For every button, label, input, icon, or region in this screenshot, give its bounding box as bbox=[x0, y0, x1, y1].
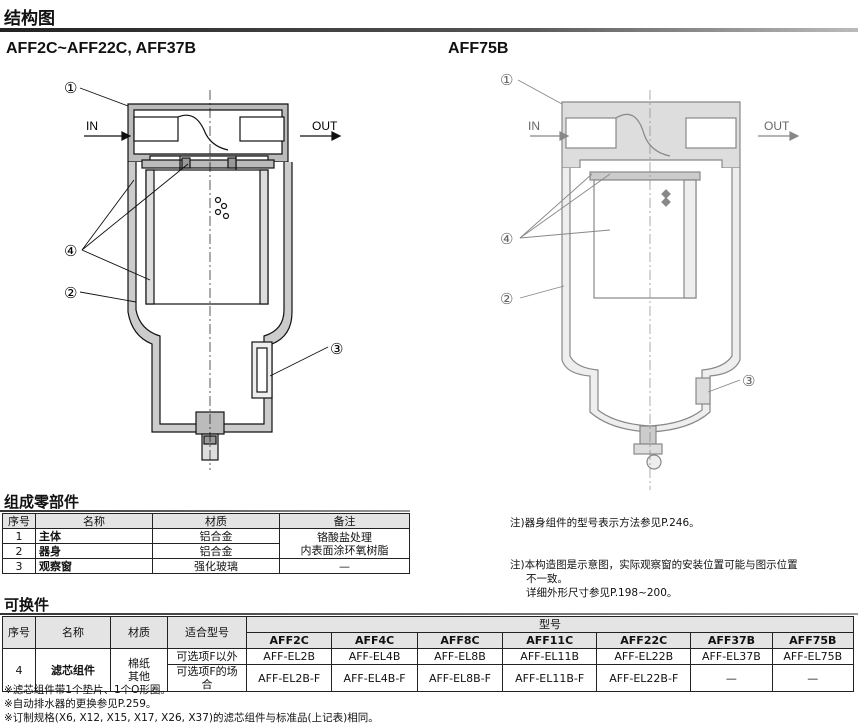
repl-model-aff4c: AFF4C bbox=[331, 632, 418, 649]
repl-cell: AFF-EL22B-F bbox=[596, 664, 692, 692]
repl-cell: AFF-EL4B bbox=[331, 648, 418, 665]
left-in-label: IN bbox=[86, 119, 98, 133]
repl-model-aff8c: AFF8C bbox=[416, 632, 504, 649]
parts-header-no: 序号 bbox=[2, 513, 36, 529]
parts-header-material: 材质 bbox=[152, 513, 280, 529]
left-callout-4: ④ bbox=[64, 243, 77, 260]
repl-cell: AFF-EL11B bbox=[502, 648, 598, 665]
repl-header-name: 名称 bbox=[35, 616, 111, 649]
parts-remark-merged: 铬酸盐处理 内表面涂环氧树脂 bbox=[279, 528, 410, 559]
repl-cell: AFF-EL8B-F bbox=[416, 664, 504, 692]
parts-name: 器身 bbox=[35, 543, 153, 559]
repl-no: 4 bbox=[2, 648, 36, 692]
replacement-table: 序号 名称 材质 适合型号 型号 AFF2C AFF4C AFF8C AFF11… bbox=[2, 616, 855, 692]
parts-table: 序号 名称 材质 备注 1 主体 铝合金 铬酸盐处理 内表面涂环氧树脂 2 器身… bbox=[2, 513, 410, 574]
repl-cell: AFF-EL8B bbox=[416, 648, 504, 665]
repl-applicable-1: 可选项F以外 bbox=[167, 648, 247, 665]
footnote-1: ※滤芯组件带1个垫片、1个O形圈。 bbox=[4, 684, 171, 696]
parts-header-name: 名称 bbox=[35, 513, 153, 529]
repl-cell: — bbox=[771, 664, 855, 692]
section-title-bar bbox=[0, 28, 858, 32]
repl-material-line-1: 棉纸 bbox=[128, 657, 150, 670]
note-schematic-line-3: 详细外形尺寸参见P.198~200。 bbox=[526, 587, 678, 599]
repl-model-aff22c: AFF22C bbox=[596, 632, 692, 649]
table-row: 3 观察窗 强化玻璃 — bbox=[2, 558, 410, 574]
repl-header-material: 材质 bbox=[110, 616, 168, 649]
repl-cell: AFF-EL37B bbox=[690, 648, 773, 665]
footnote-3: ※订制规格(X6, X12, X15, X17, X26, X37)的滤芯组件与… bbox=[4, 712, 379, 724]
right-callout-2: ② bbox=[500, 291, 513, 308]
parts-name: 观察窗 bbox=[35, 558, 153, 574]
table-row: 2 器身 铝合金 bbox=[2, 543, 410, 559]
repl-header-applicable: 适合型号 bbox=[167, 616, 247, 649]
parts-no: 3 bbox=[2, 558, 36, 574]
parts-material: 铝合金 bbox=[152, 543, 280, 559]
repl-model-aff11c: AFF11C bbox=[502, 632, 598, 649]
table-row: 可选项F的场合 AFF-EL2B-F AFF-EL4B-F AFF-EL8B-F… bbox=[3, 664, 855, 692]
parts-no: 2 bbox=[2, 543, 36, 559]
parts-title: 组成零部件 bbox=[4, 494, 80, 511]
left-out-label: OUT bbox=[312, 119, 338, 133]
parts-header-remark: 备注 bbox=[279, 513, 410, 529]
parts-title-bar bbox=[0, 510, 410, 512]
table-row: 4 滤芯组件 棉纸 其他 可选项F以外 AFF-EL2B AFF-EL4B AF… bbox=[2, 648, 855, 692]
right-cross-section-diagram: IN OUT ① ④ ② ③ bbox=[500, 72, 800, 490]
replacement-title-bar bbox=[0, 613, 858, 615]
note-body-assembly: 注)器身组件的型号表示方法参见P.246。 bbox=[510, 517, 700, 529]
right-callout-1: ① bbox=[500, 72, 513, 89]
repl-cell: AFF-EL11B-F bbox=[502, 664, 598, 692]
parts-remark-line-2: 内表面涂环氧树脂 bbox=[300, 543, 389, 557]
repl-cell: AFF-EL2B-F bbox=[245, 664, 333, 692]
repl-cell: AFF-EL4B-F bbox=[331, 664, 418, 692]
replacement-title: 可换件 bbox=[4, 597, 50, 614]
right-callout-3: ③ bbox=[742, 373, 755, 390]
repl-header-model: 型号 bbox=[246, 616, 854, 633]
right-figure-title: AFF75B bbox=[448, 40, 509, 57]
parts-material: 铝合金 bbox=[152, 528, 280, 544]
parts-name: 主体 bbox=[35, 528, 153, 544]
table-row: 1 主体 铝合金 铬酸盐处理 内表面涂环氧树脂 bbox=[2, 528, 410, 559]
repl-cell: AFF-EL75B bbox=[771, 648, 855, 665]
footnote-2: ※自动排水器的更换参见P.259。 bbox=[4, 698, 157, 710]
repl-header-no: 序号 bbox=[2, 616, 36, 649]
repl-cell: AFF-EL2B bbox=[245, 648, 333, 665]
repl-applicable-2: 可选项F的场合 bbox=[167, 664, 247, 692]
parts-remark: — bbox=[279, 558, 410, 574]
right-in-label: IN bbox=[528, 119, 540, 133]
repl-material-line-2: 其他 bbox=[128, 670, 150, 683]
left-callout-1: ① bbox=[64, 80, 77, 97]
repl-model-aff2c: AFF2C bbox=[245, 632, 333, 649]
repl-material: 棉纸 其他 bbox=[110, 648, 168, 692]
repl-model-aff75b: AFF75B bbox=[771, 632, 855, 649]
parts-remark-line-1: 铬酸盐处理 bbox=[317, 530, 372, 544]
repl-cell: — bbox=[690, 664, 773, 692]
right-callout-4: ④ bbox=[500, 231, 513, 248]
left-cross-section-diagram: IN OUT ① ④ ② ③ bbox=[64, 80, 343, 470]
repl-cell: AFF-EL22B bbox=[596, 648, 692, 665]
section-title: 结构图 bbox=[4, 9, 55, 29]
repl-name: 滤芯组件 bbox=[35, 648, 111, 692]
parts-no: 1 bbox=[2, 528, 36, 544]
left-callout-3: ③ bbox=[330, 341, 343, 358]
parts-material: 强化玻璃 bbox=[152, 558, 280, 574]
repl-model-aff37b: AFF37B bbox=[690, 632, 773, 649]
note-schematic-line-2: 不一致。 bbox=[526, 573, 568, 585]
right-out-label: OUT bbox=[764, 119, 790, 133]
left-figure-title: AFF2C~AFF22C, AFF37B bbox=[6, 40, 197, 57]
left-callout-2: ② bbox=[64, 285, 77, 302]
note-schematic-line-1: 注)本构造图是示意图，实际观察窗的安装位置可能与图示位置 bbox=[510, 559, 798, 571]
